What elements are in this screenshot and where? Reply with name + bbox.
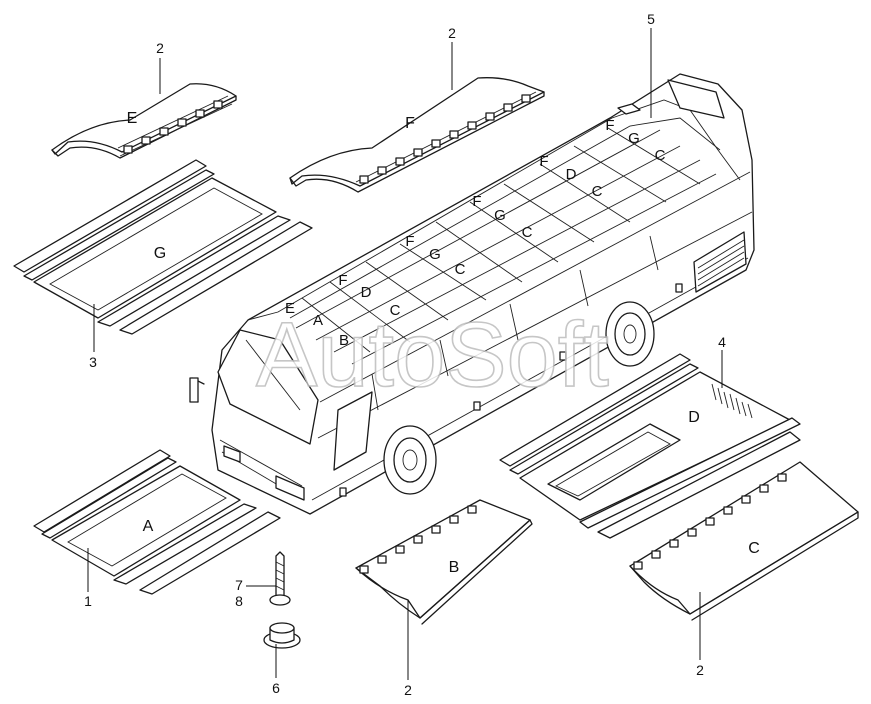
- callout-4: 4: [718, 334, 726, 350]
- roof-label: G: [494, 207, 506, 224]
- roof-label: F: [539, 153, 548, 170]
- panel-f: F: [289, 77, 545, 193]
- front-wheel: [383, 425, 437, 495]
- panel-b: B: [355, 499, 533, 625]
- roof-label: F: [472, 193, 481, 210]
- panel-b-clips: [359, 505, 477, 574]
- roof-label: G: [628, 130, 640, 147]
- rear-wheel: [605, 301, 655, 367]
- roof-label: D: [361, 284, 372, 301]
- panel-f-label: F: [405, 115, 415, 132]
- panel-g: G: [13, 159, 313, 335]
- callout-5: 5: [647, 11, 655, 27]
- panel-g-label: G: [154, 245, 166, 262]
- roof-label: C: [655, 147, 666, 164]
- roof-label: C: [522, 224, 533, 241]
- watermark: AutoSoft: [256, 304, 609, 406]
- callout-2-panel-e: 2: [156, 40, 164, 56]
- panel-d: D: [499, 353, 801, 539]
- bus: [189, 73, 755, 515]
- panel-c: C: [629, 461, 859, 621]
- panel-f-clips: [359, 94, 531, 184]
- roof-label: D: [566, 166, 577, 183]
- roof-label: C: [592, 183, 603, 200]
- callout-numbers: 2 2 5 3 4 1 7 8 6 2 2: [84, 11, 726, 698]
- roof-label: F: [338, 272, 347, 289]
- callout-7: 7: [235, 577, 243, 593]
- panel-e: E: [51, 83, 237, 159]
- callout-2-panel-b: 2: [404, 682, 412, 698]
- panel-b-label: B: [449, 559, 460, 576]
- roof-label: G: [429, 246, 441, 263]
- roof-label: C: [390, 302, 401, 319]
- roof-label: F: [405, 233, 414, 250]
- clip-nut: [263, 622, 301, 649]
- panel-e-label: E: [127, 110, 138, 127]
- bus-roof-labels: E A B F D C F G C F G C F D C F G C: [285, 117, 666, 349]
- panel-a-label: A: [143, 518, 154, 535]
- screw: [269, 551, 291, 606]
- roof-label: B: [339, 332, 349, 349]
- leader-lines: [87, 28, 723, 680]
- roof-label: C: [455, 261, 466, 278]
- callout-1: 1: [84, 593, 92, 609]
- panel-c-label: C: [748, 540, 760, 557]
- callout-6: 6: [272, 680, 280, 696]
- roof-label: F: [605, 117, 614, 134]
- panel-e-clips: [123, 100, 223, 154]
- panel-d-label: D: [688, 409, 700, 426]
- callout-3: 3: [89, 354, 97, 370]
- panel-c-clips: [633, 473, 787, 570]
- panel-a: A: [33, 449, 281, 595]
- roof-label: E: [285, 300, 295, 317]
- roof-label: A: [313, 312, 323, 329]
- callout-2-panel-f: 2: [448, 25, 456, 41]
- callout-2-panel-c: 2: [696, 662, 704, 678]
- callout-8: 8: [235, 593, 243, 609]
